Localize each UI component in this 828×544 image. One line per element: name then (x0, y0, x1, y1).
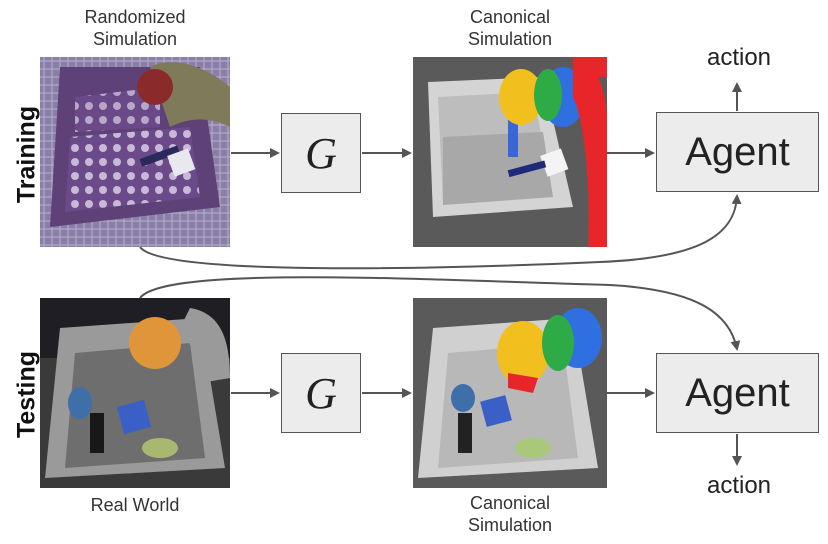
canonical-simulation-bottom-image (413, 298, 607, 488)
arrow-rand-to-agent-top (139, 194, 742, 270)
caption-line: Simulation (467, 29, 553, 49)
action-top-label: action (706, 44, 772, 71)
caption-line: Simulation (467, 515, 553, 535)
generator-top-box: G (281, 113, 361, 193)
caption-line: Randomized (84, 7, 186, 27)
agent-top-box: Agent (656, 112, 819, 192)
real-world-image (40, 298, 230, 488)
arrow-real-to-agent-bottom (139, 276, 741, 351)
generator-bottom-box: G (281, 353, 361, 433)
action-bottom-label: action (706, 472, 772, 499)
canonical-simulation-bottom-caption: Canonical Simulation (413, 492, 607, 536)
canonical-simulation-top-image (413, 57, 607, 247)
canonical-simulation-top-caption: Canonical Simulation (413, 6, 607, 50)
caption-line: Canonical (469, 493, 551, 513)
agent-bottom-box: Agent (656, 353, 819, 433)
caption-line: Simulation (92, 29, 178, 49)
real-world-caption: Real World (90, 495, 180, 515)
randomized-simulation-image (40, 57, 230, 247)
caption-line: Canonical (469, 7, 551, 27)
randomized-simulation-caption: Randomized Simulation (40, 6, 230, 50)
